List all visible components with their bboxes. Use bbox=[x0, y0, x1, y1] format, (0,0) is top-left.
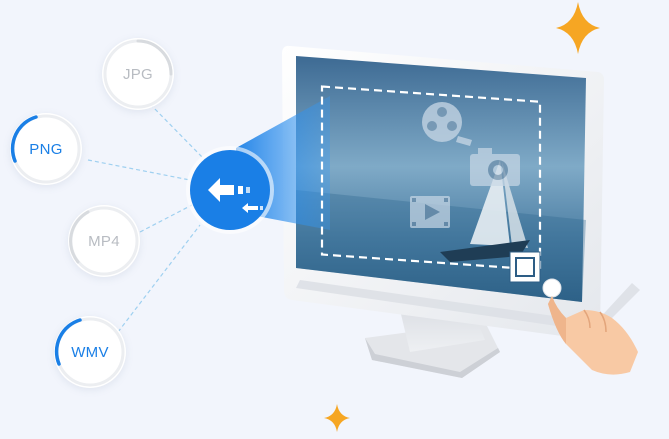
pointing-hand-icon bbox=[542, 278, 638, 375]
format-label: WMV bbox=[71, 343, 109, 361]
crop-frame bbox=[320, 85, 542, 271]
progress-ring bbox=[10, 114, 81, 184]
format-label: PNG bbox=[29, 140, 63, 158]
progress-ring bbox=[103, 39, 173, 109]
format-badge-png[interactable]: PNG bbox=[10, 113, 82, 185]
format-label: JPG bbox=[122, 65, 154, 83]
progress-ring bbox=[69, 206, 139, 276]
convert-button[interactable] bbox=[190, 150, 270, 230]
film-reel-icon bbox=[422, 102, 472, 146]
format-badge-wmv[interactable]: WMV bbox=[54, 316, 126, 388]
video-play-icon bbox=[410, 196, 450, 228]
format-badge-mp4[interactable]: MP4 bbox=[68, 205, 140, 277]
camera-icon bbox=[470, 148, 520, 186]
progress-ring bbox=[54, 317, 125, 387]
crop-handle-icon bbox=[509, 251, 541, 283]
format-badge-jpg[interactable]: JPG bbox=[102, 38, 174, 110]
sparkle-icon bbox=[556, 2, 600, 54]
sparkle-icon bbox=[324, 404, 350, 432]
format-label: MP4 bbox=[88, 232, 120, 250]
monitor bbox=[282, 45, 640, 341]
